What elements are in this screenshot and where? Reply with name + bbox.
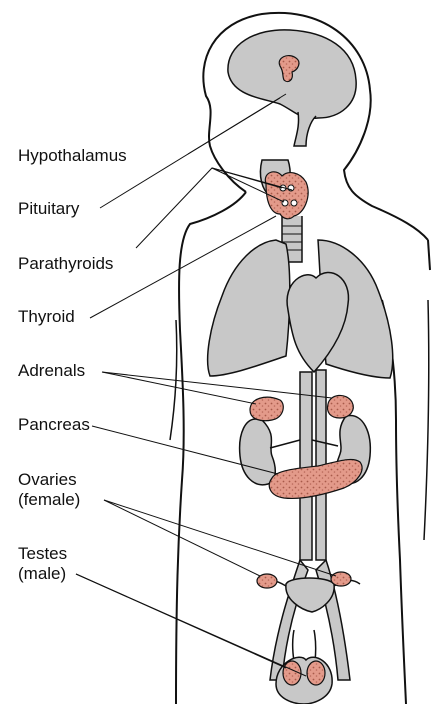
left-ovary — [257, 574, 277, 588]
leader-testes-2 — [76, 574, 306, 676]
body-right-side — [382, 240, 430, 704]
label-parathyroids: Parathyroids — [18, 254, 113, 274]
thyroid-gland — [265, 172, 308, 219]
label-testes: Testes — [18, 544, 67, 564]
label-ovaries-note: (female) — [18, 490, 80, 510]
left-adrenal-gland — [250, 397, 283, 420]
label-testes-note: (male) — [18, 564, 66, 584]
label-adrenals: Adrenals — [18, 361, 85, 381]
parathyroid-3 — [282, 200, 288, 206]
aorta — [300, 372, 312, 560]
right-adrenal-gland — [328, 395, 354, 418]
parathyroid-4 — [291, 200, 297, 206]
label-pancreas: Pancreas — [18, 415, 90, 435]
leader-pituitary — [100, 94, 286, 208]
label-ovaries: Ovaries — [18, 470, 77, 490]
label-thyroid: Thyroid — [18, 307, 75, 327]
right-ovary — [331, 572, 351, 586]
label-hypothalamus: Hypothalamus — [18, 146, 127, 166]
right-arm-inner — [424, 300, 429, 540]
label-pituitary: Pituitary — [18, 199, 79, 219]
leader-ovaries-1 — [104, 500, 260, 576]
brain-stem — [294, 112, 316, 146]
right-testis — [307, 661, 325, 685]
left-kidney — [240, 419, 276, 485]
left-lung — [208, 240, 290, 376]
leader-parathyroids-1 — [136, 168, 282, 248]
leader-adrenals-1 — [102, 372, 256, 404]
